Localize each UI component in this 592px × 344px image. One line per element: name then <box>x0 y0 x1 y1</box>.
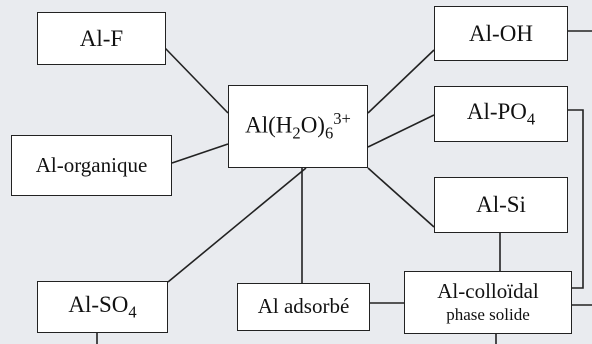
node-al-organique: Al-organique <box>11 135 172 196</box>
al-adsorbe-label: Al adsorbé <box>257 294 350 319</box>
al-oh-label: Al-OH <box>469 20 533 46</box>
al-po4-subscript: 4 <box>526 109 536 129</box>
al-organique-label: Al-organique <box>35 152 148 177</box>
al-po4-label: Al-PO4 <box>467 99 535 129</box>
al-po4-base: Al-PO <box>466 99 527 125</box>
link-center-al-si <box>367 167 435 228</box>
link-center-al-po4 <box>367 114 435 148</box>
center-formula-o: O) <box>300 112 325 138</box>
node-al-oh: Al-OH <box>434 6 568 61</box>
al-so4-base: Al-SO <box>68 292 129 318</box>
center-formula-base: Al(H <box>245 112 293 138</box>
al-f-label: Al-F <box>79 25 124 51</box>
node-al-po4: Al-PO4 <box>434 86 568 142</box>
link-al-po4-colloidal <box>568 109 584 289</box>
al-si-label: Al-Si <box>476 192 526 218</box>
al-so4-subscript: 4 <box>128 302 137 322</box>
al-so4-label: Al-SO4 <box>68 292 136 322</box>
node-al-si: Al-Si <box>434 177 568 233</box>
center-formula-subscript: 6 <box>324 123 334 143</box>
link-center-al-so4 <box>167 167 307 283</box>
colloidal-label-line1: Al-colloïdal <box>437 279 539 304</box>
colloidal-label-line2: phase solide <box>446 305 530 325</box>
link-center-al-oh <box>367 49 435 114</box>
center-formula: Al(H2O)63+ <box>245 110 351 142</box>
node-al-f: Al-F <box>37 12 166 65</box>
link-center-al-organique <box>171 143 229 164</box>
node-al-adsorbe: Al adsorbé <box>237 283 370 331</box>
node-center-aluminium-hexaaqua: Al(H2O)63+ <box>228 85 368 168</box>
node-al-so4: Al-SO4 <box>37 281 168 333</box>
node-al-colloidal: Al-colloïdal phase solide <box>404 271 572 334</box>
link-center-al-f <box>164 47 229 114</box>
center-formula-h-subscript: 2 <box>292 123 301 143</box>
center-formula-charge: 3+ <box>333 109 351 129</box>
